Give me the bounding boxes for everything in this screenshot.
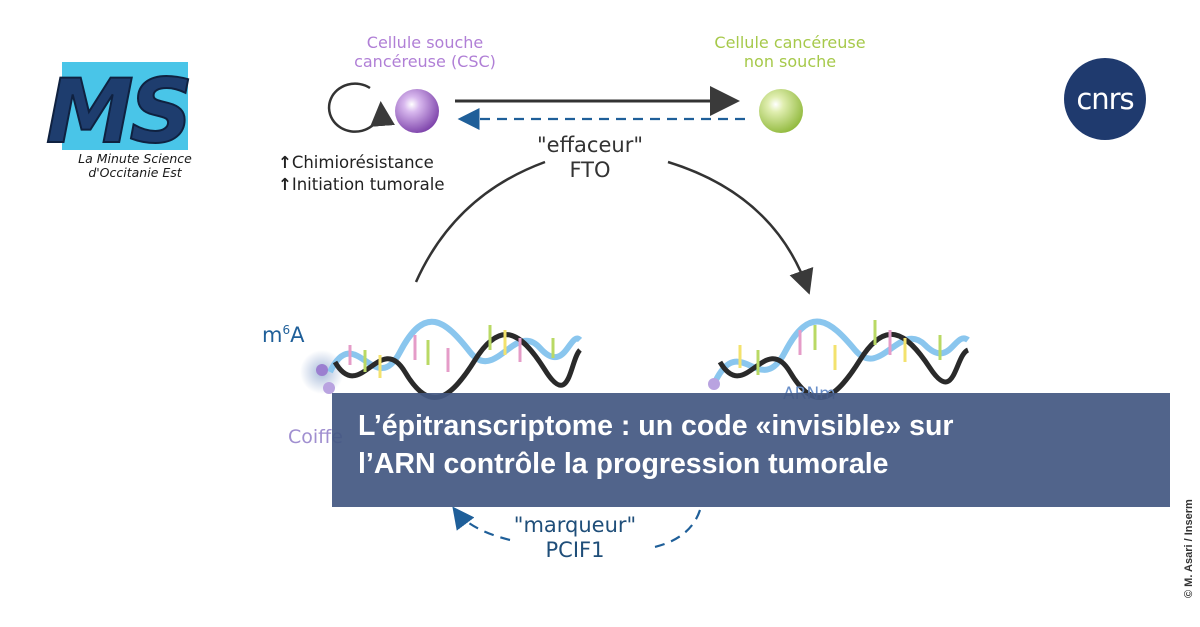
- property-label: Initiation tumorale: [291, 175, 445, 195]
- property-tumor-initiation: ↑Initiation tumorale: [278, 174, 444, 196]
- title-line1: L’épitranscriptome : un code «invisible»…: [358, 410, 954, 442]
- csc-label-line1: Cellule souche: [366, 33, 484, 52]
- eraser-line1: "effaceur": [537, 133, 643, 157]
- right-rna-helix: [708, 318, 970, 400]
- up-arrow-icon: ↑: [278, 175, 292, 195]
- ms-logo: MS: [45, 59, 194, 164]
- cap-label: Coiffe: [288, 426, 343, 448]
- marker-line1: "marqueur": [513, 513, 637, 537]
- m6a-base: m: [262, 323, 283, 347]
- left-rna-helix: [300, 318, 583, 400]
- ms-logo-letters: MS: [46, 60, 189, 163]
- property-label: Chimiorésistance: [291, 153, 434, 172]
- csc-label: Cellule souche cancéreuse (CSC): [325, 33, 525, 71]
- m6a-sup: 6: [282, 323, 291, 337]
- fto-arrow: [667, 160, 814, 295]
- property-chemoresistance: ↑Chimiorésistance: [278, 152, 444, 174]
- ms-caption-line1: La Minute Science: [78, 151, 192, 166]
- marker-line2: PCIF1: [545, 538, 605, 563]
- csc-properties: ↑Chimiorésistance ↑Initiation tumorale: [278, 152, 444, 197]
- ms-logo-caption: La Minute Science d'Occitanie Est: [44, 151, 226, 181]
- m6a-label: m6A: [262, 323, 304, 347]
- eraser-label: "effaceur" FTO: [515, 133, 665, 183]
- pcif1-arrow-left: [452, 506, 511, 542]
- csc-cell: [395, 89, 439, 133]
- title-line2: l’ARN contrôle la progression tumorale: [358, 448, 889, 481]
- ms-logo-bg: [62, 62, 188, 150]
- ms-caption-line2: d'Occitanie Est: [88, 165, 182, 181]
- cnrs-logo: cnrs: [1064, 58, 1146, 140]
- non-csc-label-line2: non souche: [743, 52, 837, 72]
- non-csc-label: Cellule cancéreuse non souche: [690, 33, 890, 71]
- non-csc-cell: [759, 89, 803, 133]
- title-banner: L’épitranscriptome : un code «invisible»…: [332, 393, 1170, 507]
- self-renewal-arrow: [327, 82, 395, 133]
- cnrs-logo-text: cnrs: [1076, 82, 1134, 116]
- m6a-tail: A: [290, 323, 305, 347]
- pcif1-arrow: [649, 509, 702, 550]
- non-csc-label-line1: Cellule cancéreuse: [714, 33, 866, 52]
- marker-label: "marqueur" PCIF1: [500, 513, 650, 563]
- image-credit: © M. Asari / Inserm: [1183, 499, 1195, 598]
- up-arrow-icon: ↑: [278, 153, 292, 172]
- eraser-line2: FTO: [569, 158, 611, 183]
- curve-left-up: [414, 160, 546, 283]
- csc-label-line2: cancéreuse (CSC): [354, 52, 496, 72]
